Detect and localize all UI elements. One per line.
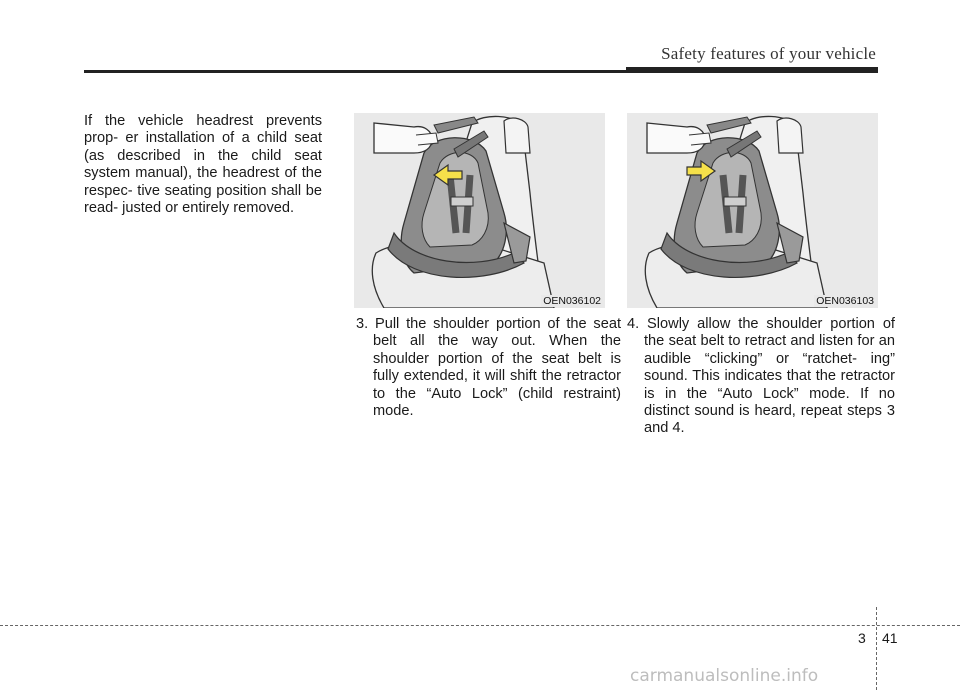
child-seat-illustration <box>371 115 555 308</box>
page-number: 41 <box>882 630 898 646</box>
watermark: carmanualsonline.info <box>630 666 819 686</box>
figure-pull-belt: OEN036102 <box>354 113 605 308</box>
figure-code: OEN036103 <box>814 295 876 307</box>
intro-paragraph: If the vehicle headrest prevents prop- e… <box>84 113 322 217</box>
section-title: Safety features of your vehicle <box>661 44 876 63</box>
figure-code: OEN036102 <box>541 295 603 307</box>
footer-divider <box>876 607 877 690</box>
header-rule-accent <box>626 67 878 73</box>
arrow-right-icon <box>686 159 717 183</box>
step-3-text: 3. Pull the shoulder portion of the seat… <box>356 316 621 420</box>
header-rule <box>84 70 878 73</box>
footer-rule <box>0 625 960 626</box>
arrow-left-icon <box>432 163 463 187</box>
chapter-number: 3 <box>858 630 866 646</box>
child-seat-illustration <box>644 115 828 308</box>
step-4-text: 4. Slowly allow the shoulder portion of … <box>627 316 895 437</box>
figure-retract-belt: OEN036103 <box>627 113 878 308</box>
